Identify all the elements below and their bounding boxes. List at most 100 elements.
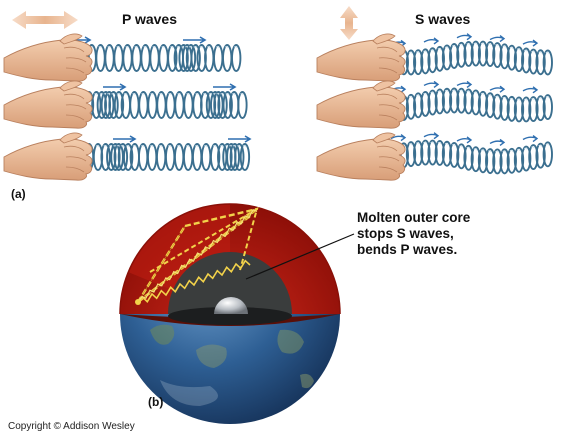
p-wave-ray bbox=[184, 207, 258, 228]
core-annotation-line-2: stops S waves, bbox=[357, 226, 454, 241]
spring-highlight bbox=[94, 93, 98, 96]
spring-coil-icon bbox=[158, 44, 169, 72]
spring-coil-icon bbox=[528, 144, 539, 171]
spring-highlight bbox=[444, 46, 449, 49]
s-waves-title: S waves bbox=[415, 11, 471, 27]
spring-highlight bbox=[509, 150, 514, 153]
s-wave-springs bbox=[369, 33, 553, 175]
spring-coil-icon bbox=[165, 91, 176, 119]
spring-highlight bbox=[220, 93, 224, 96]
spring-highlight bbox=[177, 93, 181, 96]
spring-coil-icon bbox=[405, 141, 417, 168]
motion-arrow-icon bbox=[456, 136, 473, 144]
spring-highlight bbox=[416, 142, 420, 145]
globe-surface bbox=[120, 314, 340, 424]
spring-coil-icon bbox=[149, 44, 160, 72]
spring-highlight bbox=[95, 145, 100, 148]
spring-highlight bbox=[143, 46, 147, 49]
spring-highlight bbox=[416, 51, 420, 54]
spring-highlight bbox=[480, 42, 485, 45]
spring-highlight bbox=[459, 89, 463, 92]
spring-highlight bbox=[116, 46, 120, 49]
spring-highlight bbox=[531, 146, 535, 149]
spring-coil-icon bbox=[122, 44, 133, 72]
spring-coil-icon bbox=[521, 47, 532, 74]
spring-highlight bbox=[423, 50, 427, 53]
p-waves-title: P waves bbox=[122, 11, 178, 27]
spring-highlight bbox=[125, 145, 130, 148]
spring-coil-icon bbox=[528, 96, 539, 123]
motion-arrow-icon bbox=[522, 134, 539, 143]
spring-coil-icon bbox=[420, 139, 431, 166]
spring-highlight bbox=[538, 51, 542, 54]
spring-highlight bbox=[423, 93, 427, 96]
spring-highlight bbox=[161, 46, 165, 49]
spring-coil-icon bbox=[456, 41, 467, 68]
spring-coil-icon bbox=[499, 148, 510, 175]
motion-arrow-icon bbox=[489, 85, 506, 93]
spring-highlight bbox=[466, 43, 470, 46]
spring-highlight bbox=[125, 46, 129, 49]
motion-arrow-icon bbox=[113, 135, 137, 143]
spring-coil-icon bbox=[95, 44, 106, 72]
double-arrow-vertical-icon bbox=[340, 6, 358, 40]
spring-highlight bbox=[185, 145, 190, 148]
spring-coil-icon bbox=[470, 40, 481, 67]
spring-highlight bbox=[452, 89, 456, 92]
spring-highlight bbox=[220, 145, 224, 148]
spring-highlight bbox=[149, 145, 154, 148]
spring-coil-icon bbox=[485, 148, 496, 175]
motion-arrow-icon bbox=[522, 86, 539, 94]
spring-highlight bbox=[524, 147, 528, 150]
spring-coil-icon bbox=[131, 44, 142, 72]
spring-highlight bbox=[203, 93, 207, 96]
spring-coil-icon bbox=[456, 87, 467, 114]
spring-coil-icon bbox=[492, 93, 503, 120]
spring-highlight bbox=[150, 93, 154, 96]
spring-coil-icon bbox=[191, 143, 203, 171]
spring-highlight bbox=[488, 43, 492, 46]
spring-highlight bbox=[176, 46, 181, 49]
spring-highlight bbox=[473, 42, 478, 45]
p-wave-ray bbox=[149, 206, 259, 273]
spring-coil-icon bbox=[217, 91, 228, 119]
spring-highlight bbox=[473, 91, 478, 94]
spring-highlight bbox=[509, 98, 514, 101]
core-annotation: Molten outer core stops S waves, bends P… bbox=[357, 210, 470, 258]
spring-coil-icon bbox=[185, 44, 197, 72]
spring-coil-icon bbox=[492, 148, 503, 175]
spring-coil-icon bbox=[456, 143, 467, 170]
spring-coil-icon bbox=[173, 143, 185, 171]
motion-arrow-icon bbox=[423, 80, 440, 88]
spring-highlight bbox=[116, 93, 121, 96]
spring-coil-icon bbox=[499, 43, 510, 70]
spring-highlight bbox=[225, 93, 230, 96]
spring-coil-icon bbox=[535, 49, 546, 76]
spring-coil-icon bbox=[441, 44, 453, 71]
motion-arrow-icon bbox=[213, 83, 237, 91]
spring-highlight bbox=[168, 93, 172, 96]
spring-coil-icon bbox=[91, 91, 102, 119]
core-annotation-line-3: bends P waves. bbox=[357, 242, 458, 257]
spring-coil-icon bbox=[477, 40, 489, 67]
spring-coil-icon bbox=[427, 89, 438, 116]
core-annotation-line-1: Molten outer core bbox=[357, 210, 471, 225]
spring-coil-icon bbox=[542, 94, 553, 120]
hand-icon bbox=[3, 132, 93, 181]
spring-highlight bbox=[195, 93, 199, 96]
spring-highlight bbox=[123, 93, 128, 96]
spring-coil-icon bbox=[405, 93, 417, 120]
spring-coil-icon bbox=[213, 44, 224, 72]
spring-highlight bbox=[212, 145, 217, 148]
spring-coil-icon bbox=[147, 91, 158, 119]
panel-b-label: (b) bbox=[148, 395, 164, 409]
hand-icon bbox=[3, 33, 93, 82]
spring-coil-icon bbox=[542, 141, 553, 168]
spring-coil-icon bbox=[434, 45, 445, 72]
spring-coil-icon bbox=[113, 143, 124, 171]
motion-arrow-icon bbox=[423, 132, 440, 140]
spring-highlight bbox=[502, 97, 506, 100]
s-wave-ray bbox=[137, 208, 258, 303]
spring-highlight bbox=[437, 142, 442, 145]
spring-coil-icon bbox=[100, 143, 111, 171]
